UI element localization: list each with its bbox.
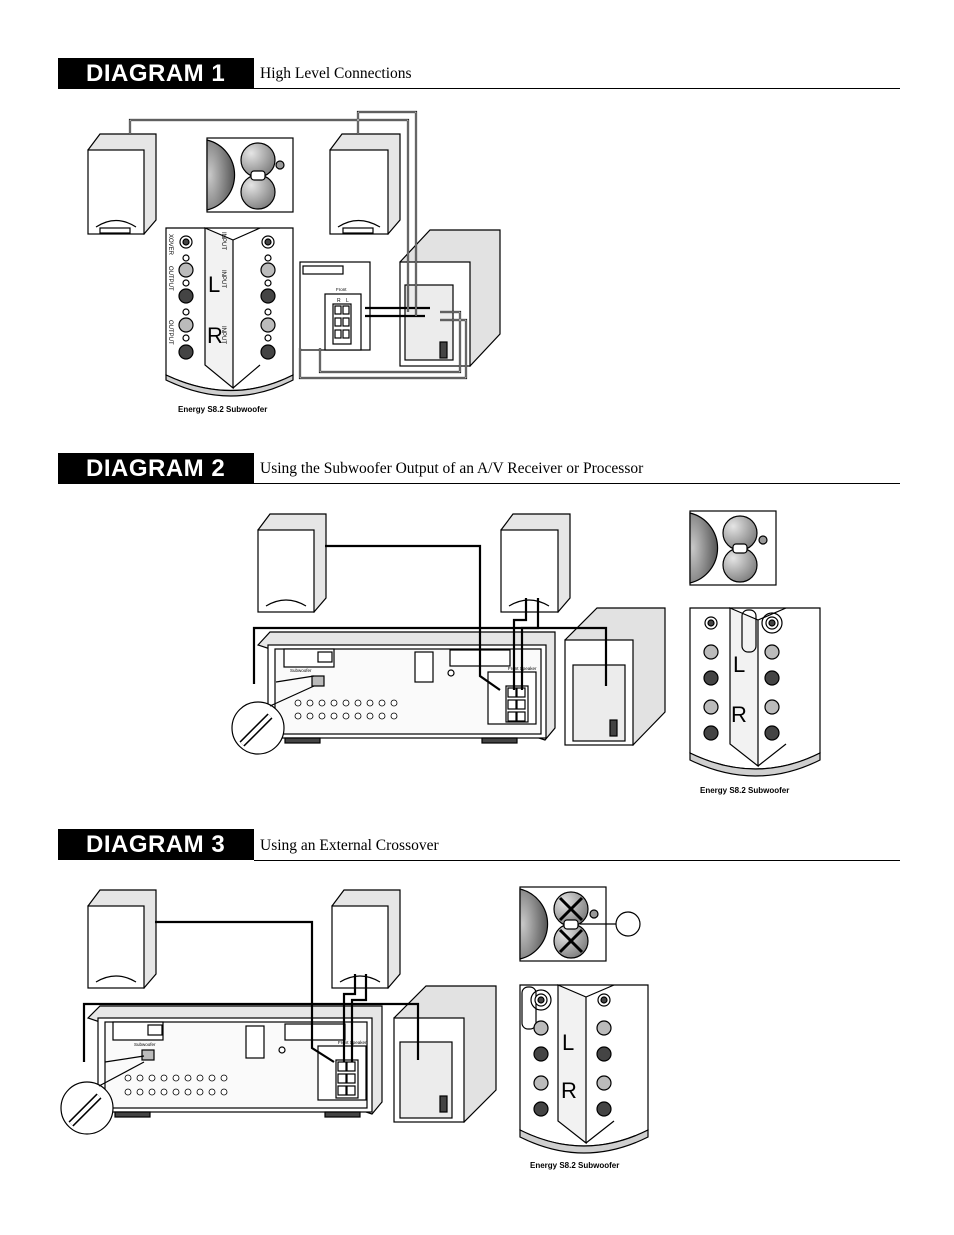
diagram-1-caption: Energy S8.2 Subwoofer bbox=[178, 405, 268, 414]
panel-input-label-3: INPUT bbox=[220, 326, 226, 344]
subwoofer-cabinet-3 bbox=[393, 985, 497, 1123]
panel-output-label-2: OUTPUT bbox=[167, 320, 173, 345]
diagram-3-subtitle: Using an External Crossover bbox=[260, 837, 439, 854]
diagram-1-banner: DIAGRAM 1 bbox=[58, 58, 254, 89]
diagram-3-caption: Energy S8.2 Subwoofer bbox=[530, 1161, 620, 1170]
panel-2-left-label: L bbox=[733, 652, 745, 677]
diagram-2-subtitle: Using the Subwoofer Output of an A/V Rec… bbox=[260, 460, 644, 477]
wires-inner bbox=[129, 111, 467, 379]
panel-input-label-1: INPUT bbox=[220, 232, 226, 250]
av-receiver-3 bbox=[86, 1005, 383, 1118]
diagram-3-rule bbox=[254, 860, 900, 861]
diagram-1-rule bbox=[254, 88, 900, 89]
panel-left-label: L bbox=[208, 272, 220, 297]
receiver-3-jacks bbox=[124, 1074, 228, 1096]
subwoofer-cabinet-2 bbox=[564, 607, 666, 746]
control-knobs-panel bbox=[206, 137, 294, 213]
diagram-1-figure: L R XOVER OUTPUT OUTPUT INPUT INPUT INPU… bbox=[87, 110, 501, 397]
diagram-2-banner: DIAGRAM 2 bbox=[58, 453, 254, 484]
panel-3-left-label: L bbox=[562, 1030, 574, 1055]
left-speaker-2 bbox=[257, 513, 327, 613]
panel-2-right-label: R bbox=[731, 702, 747, 727]
terminal-panel-2 bbox=[689, 607, 821, 777]
left-speaker-3 bbox=[87, 889, 157, 989]
rca-connector-3 bbox=[60, 1055, 145, 1135]
amp-r-label: R bbox=[337, 298, 341, 304]
terminal-panel bbox=[165, 227, 294, 397]
panel-3-right-label: R bbox=[561, 1078, 577, 1103]
av-receiver bbox=[256, 631, 556, 744]
wires-2 bbox=[252, 544, 608, 691]
diagram-1-subtitle: High Level Connections bbox=[260, 65, 412, 82]
panel-input-label-2: INPUT bbox=[220, 270, 226, 288]
diagram-2-caption: Energy S8.2 Subwoofer bbox=[700, 786, 790, 795]
diagram-2-figure: Subwoofer Front Speaker bbox=[231, 510, 821, 777]
terminal-panel-3 bbox=[519, 984, 649, 1154]
diagram-2-rule bbox=[254, 483, 900, 484]
control-knobs-panel-2 bbox=[689, 510, 777, 586]
diagram-3-banner: DIAGRAM 3 bbox=[58, 829, 254, 860]
right-speaker-2 bbox=[500, 513, 571, 613]
wires-3 bbox=[82, 920, 420, 1063]
panel-output-label-1: OUTPUT bbox=[167, 266, 173, 291]
rca-connector bbox=[231, 675, 315, 755]
panel-xover-label: XOVER bbox=[167, 234, 173, 256]
receiver-jacks bbox=[294, 699, 398, 720]
amp-front-speaker-label: Front bbox=[336, 287, 347, 292]
diagram-3-figure: Subwoofer Front Speaker bbox=[60, 886, 649, 1154]
receiver-3-subwoofer-label: Subwoofer bbox=[134, 1042, 156, 1047]
subwoofer-cabinet bbox=[399, 229, 501, 367]
receiver-subwoofer-label: Subwoofer bbox=[290, 668, 312, 673]
right-speaker-3 bbox=[331, 889, 401, 989]
amp-l-label: L bbox=[346, 298, 349, 304]
amplifier-back bbox=[299, 261, 371, 351]
panel-right-label: R bbox=[207, 323, 223, 348]
right-speaker bbox=[329, 133, 401, 235]
left-speaker bbox=[87, 133, 157, 235]
control-knobs-panel-3 bbox=[519, 886, 641, 962]
